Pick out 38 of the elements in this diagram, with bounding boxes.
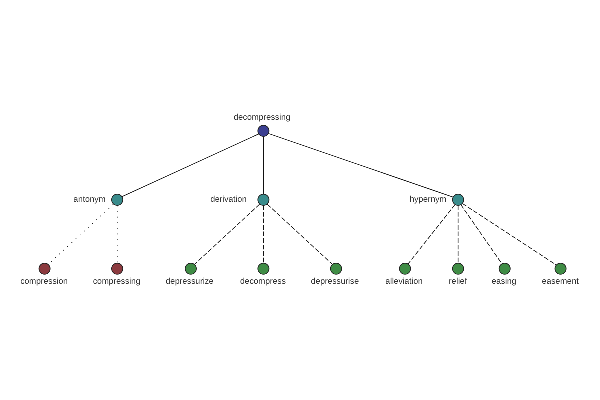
connector [263, 205, 264, 264]
connector [122, 134, 260, 198]
node-circle [399, 262, 412, 275]
connector [263, 136, 264, 195]
connector [460, 204, 502, 264]
node-label: compressing [93, 276, 141, 286]
node-label: hypernym [410, 194, 447, 204]
node-label: compression [20, 276, 68, 286]
connector [268, 133, 454, 198]
node-label: depressurise [311, 276, 360, 286]
node-circle [330, 262, 342, 275]
connector [458, 205, 459, 264]
node-circle [498, 262, 511, 275]
node-label: antonym [74, 194, 106, 204]
connector [267, 204, 333, 265]
node-circle [38, 262, 51, 275]
node-label: decompress [240, 276, 286, 286]
connector [117, 205, 118, 264]
node-circle [185, 262, 197, 275]
node-circle [112, 262, 124, 275]
connector [408, 204, 456, 264]
node-circle [554, 262, 567, 275]
node-circle [258, 194, 270, 206]
connector [48, 204, 114, 265]
node-label: depressurize [166, 276, 214, 286]
node-circle [452, 194, 464, 206]
node-circle [112, 194, 124, 206]
node-circle [258, 262, 270, 275]
node-circle [258, 125, 270, 138]
node-circle [452, 262, 464, 275]
node-label: decompressing [234, 112, 291, 122]
node-label: alleviation [386, 276, 423, 286]
node-label: easing [492, 276, 517, 286]
node-label: derivation [210, 194, 247, 204]
node-label: easement [542, 276, 579, 286]
node-label: relief [449, 276, 468, 286]
connector [462, 203, 557, 266]
connector [194, 204, 260, 265]
